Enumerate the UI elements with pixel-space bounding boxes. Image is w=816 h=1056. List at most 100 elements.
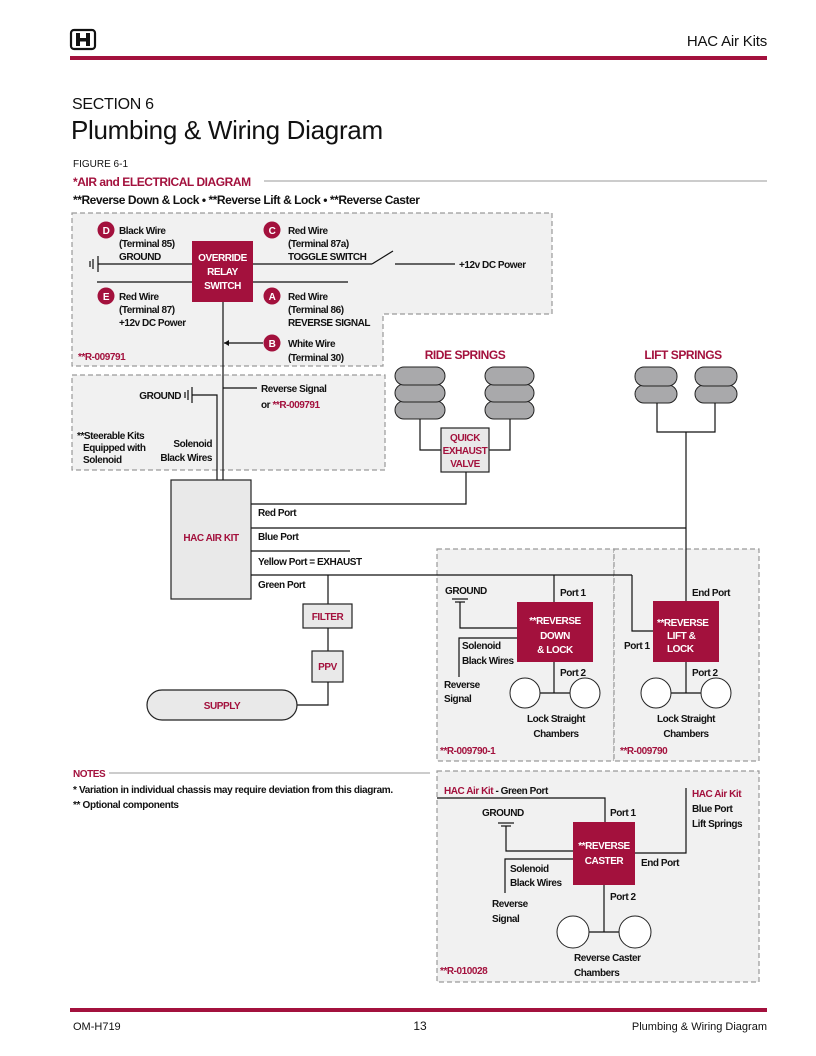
port-label-green: Green Port <box>258 580 306 591</box>
arrow-icon <box>224 340 229 346</box>
rdl-label-line: & LOCK <box>537 645 574 656</box>
rdl-signal-label: Reverse <box>444 680 481 691</box>
relay-label-line: RELAY <box>207 267 239 278</box>
logo-icon <box>69 28 97 51</box>
chamber-icon <box>700 677 732 709</box>
solenoid-panel <box>71 374 386 471</box>
rdl-port1-label: Port 1 <box>560 588 587 599</box>
rll-port1-label: Port 1 <box>624 641 651 652</box>
header-title: HAC Air Kits <box>687 33 767 50</box>
terminal-d-line: (Terminal 85) <box>119 239 175 250</box>
chamber-icon <box>640 677 672 709</box>
port-label-red: Red Port <box>258 508 297 519</box>
rc-port1-line <box>437 797 606 822</box>
rdl-ground-label: GROUND <box>445 586 487 597</box>
chamber-icon <box>509 677 541 709</box>
note-item: ** Optional components <box>73 800 179 811</box>
rdl-label-line: DOWN <box>540 631 570 642</box>
footer-rule <box>70 1008 767 1012</box>
hac-air-kit[interactable]: HAC AIR KIT <box>170 479 252 600</box>
rll-end-port-label: End Port <box>692 588 731 599</box>
rc-end-port-label: End Port <box>641 858 680 869</box>
rc-signal-label: Signal <box>492 914 520 925</box>
filter-label: FILTER <box>312 612 345 623</box>
rll-port2-label: Port 2 <box>692 668 719 679</box>
footer-doc-id: OM-H719 <box>73 1021 121 1033</box>
part-ref-link: **R-009791 <box>272 400 320 411</box>
terminal-d-line: GROUND <box>119 252 161 263</box>
terminal-badge-c: C <box>263 221 281 239</box>
red-port-line <box>251 472 467 505</box>
reverse-lift-lock-valve[interactable]: **REVERSE LIFT & LOCK <box>653 601 719 662</box>
rc-chambers-label: Chambers <box>574 968 620 979</box>
supply-line <box>297 682 329 706</box>
terminal-d-line: Black Wire <box>119 226 166 237</box>
relay-label-line: SWITCH <box>204 281 241 292</box>
svg-text:D: D <box>103 226 110 237</box>
header: HAC Air Kits <box>69 28 767 60</box>
terminal-badge-a: A <box>263 287 281 305</box>
terminal-b-line: White Wire <box>288 339 336 350</box>
lift-springs-label: LIFT SPRINGS <box>644 348 722 362</box>
port-label-yellow: Yellow Port = EXHAUST <box>258 557 362 568</box>
rc-blue-port: Blue Port <box>692 804 734 815</box>
rc-blue-port: Lift Springs <box>692 819 743 830</box>
valve-label-line: EXHAUST <box>443 446 488 457</box>
svg-text:B: B <box>269 339 276 350</box>
terminal-a-line: (Terminal 86) <box>288 305 344 316</box>
reverse-caster-valve[interactable]: **REVERSE CASTER <box>573 822 635 885</box>
rll-port1-line <box>631 575 653 632</box>
terminal-b-line: (Terminal 30) <box>288 353 344 364</box>
terminal-badge-b: B <box>263 334 281 352</box>
terminal-badge-d: D <box>97 221 115 239</box>
figure-subheading: **Reverse Down & Lock • **Reverse Lift &… <box>73 193 420 207</box>
rll-label-line: **REVERSE <box>657 618 709 629</box>
toggle-switch-icon[interactable] <box>371 250 394 265</box>
rdl-part-number: **R-009790-1 <box>440 746 496 757</box>
rdl-port2-label: Port 2 <box>560 668 587 679</box>
terminal-e-line: Red Wire <box>119 292 160 303</box>
terminal-a-line: REVERSE SIGNAL <box>288 318 370 329</box>
svg-text:E: E <box>103 292 110 303</box>
rll-label-line: LOCK <box>667 644 695 655</box>
rdl-chambers-label: Chambers <box>533 729 579 740</box>
rdl-solenoid-label: Black Wires <box>462 656 515 667</box>
note-item: * Variation in individual chassis may re… <box>73 785 393 796</box>
quick-exhaust-valve[interactable]: QUICK EXHAUST VALVE <box>440 427 490 473</box>
chamber-icon <box>618 915 652 949</box>
steerable-note: Equipped with <box>83 443 146 454</box>
steerable-note: **Steerable Kits <box>77 431 145 442</box>
figure-heading: *AIR and ELECTRICAL DIAGRAM <box>73 175 251 189</box>
notes-heading: NOTES <box>73 769 106 780</box>
rdl-solenoid-label: Solenoid <box>462 641 501 652</box>
lift-spring-bracket <box>656 403 716 433</box>
rc-signal-label: Reverse <box>492 899 529 910</box>
filter[interactable]: FILTER <box>302 603 353 629</box>
ppv[interactable]: PPV <box>311 650 344 683</box>
rc-port2-label: Port 2 <box>610 892 637 903</box>
ride-spring-left-line <box>419 419 441 451</box>
supply-label: SUPPLY <box>204 701 241 712</box>
ride-springs-label: RIDE SPRINGS <box>425 348 506 362</box>
rll-part-number: **R-009790 <box>620 746 668 757</box>
page-title: Plumbing & Wiring Diagram <box>71 115 383 145</box>
reverse-down-lock-valve[interactable]: **REVERSE DOWN & LOCK <box>517 602 593 662</box>
wire-solenoid-ground <box>192 394 218 480</box>
override-relay-switch[interactable]: OVERRIDE RELAY SWITCH <box>192 241 253 302</box>
terminal-e-line: (Terminal 87) <box>119 305 175 316</box>
rc-part-number: **R-010028 <box>440 966 488 977</box>
rc-ground-label: GROUND <box>482 808 524 819</box>
supply-tank[interactable]: SUPPLY <box>146 689 298 721</box>
relay-part-number: **R-009791 <box>78 352 126 363</box>
steerable-note: Solenoid <box>83 455 122 466</box>
valve-label-line: VALVE <box>450 459 480 470</box>
section-label: SECTION 6 <box>72 96 154 113</box>
lift-spring-right-icon <box>694 366 738 404</box>
rc-green-source: HAC Air Kit - Green Port <box>444 786 549 797</box>
solenoid-ground-label: GROUND <box>139 391 181 402</box>
terminal-e-line: +12v DC Power <box>119 318 186 329</box>
relay-label-line: OVERRIDE <box>198 253 247 264</box>
rc-solenoid-label: Solenoid <box>510 864 549 875</box>
footer-page-number: 13 <box>413 1019 427 1033</box>
